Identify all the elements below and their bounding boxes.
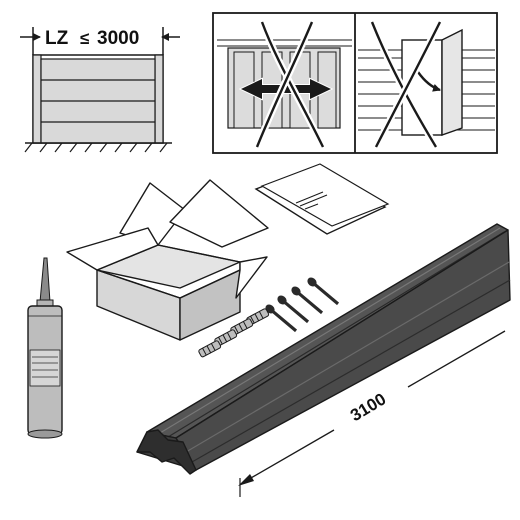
screw-set bbox=[265, 277, 340, 333]
no-swing-doors-icon bbox=[358, 20, 495, 149]
prohibited-cross-icon bbox=[253, 20, 327, 149]
cardboard-box-icon bbox=[66, 179, 269, 341]
dowel-set bbox=[198, 308, 270, 358]
screw-icon bbox=[291, 286, 324, 315]
floor-hatching bbox=[24, 142, 168, 153]
dimension-line-upper bbox=[407, 330, 506, 388]
prohibited-cross-icon bbox=[368, 20, 444, 149]
width-label-prefix: LZ bbox=[45, 28, 69, 49]
dimension-arrowhead bbox=[238, 474, 254, 486]
screw-icon bbox=[265, 304, 298, 333]
wall-plug-icon bbox=[198, 340, 222, 358]
width-label-symbol: ≤ bbox=[80, 29, 89, 48]
sealant-cartridge-icon bbox=[27, 257, 63, 439]
instruction-sheet-icon bbox=[254, 163, 390, 235]
screw-icon bbox=[277, 295, 310, 324]
dimension-line-lower bbox=[243, 429, 335, 483]
threshold-profile-icon bbox=[136, 223, 511, 475]
width-label-value: 3000 bbox=[97, 28, 139, 49]
door-width-limit-icon: LZ ≤ 3000 bbox=[20, 27, 180, 153]
screw-icon bbox=[307, 277, 340, 306]
wall-plug-icon bbox=[246, 308, 270, 326]
no-sliding-doors-icon bbox=[217, 20, 352, 149]
profile-length-label: 3100 bbox=[347, 389, 389, 425]
